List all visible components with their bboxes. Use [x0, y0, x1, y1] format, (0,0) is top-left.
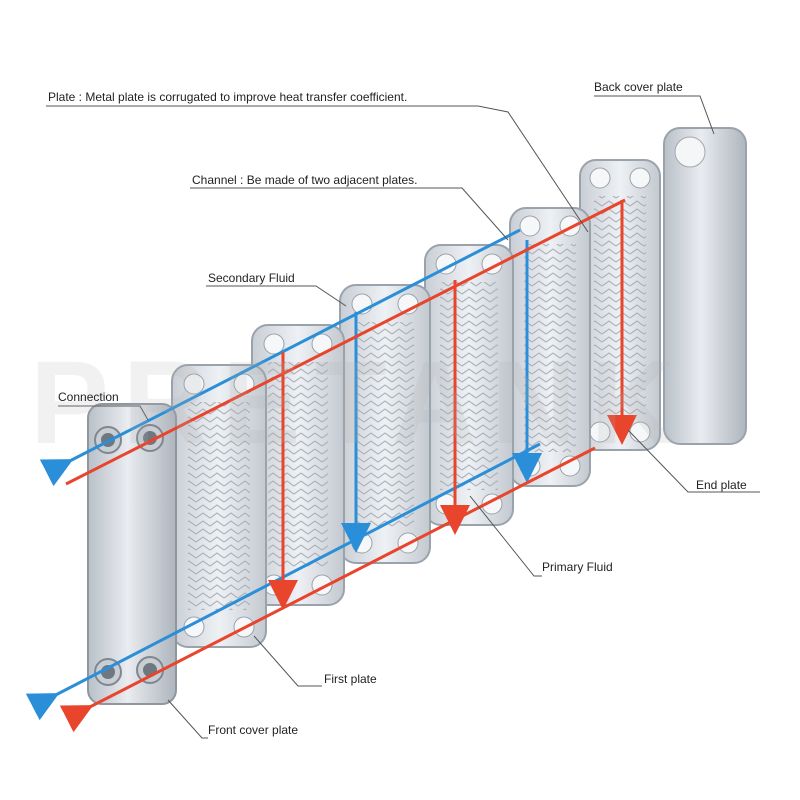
label-primary-fluid: Primary Fluid [542, 560, 613, 574]
label-connection: Connection [58, 390, 119, 404]
label-back-cover-plate: Back cover plate [594, 80, 683, 94]
first-plate [171, 364, 267, 648]
label-plate: Plate : Metal plate is corrugated to imp… [48, 90, 408, 104]
primary-fluid-path [59, 198, 637, 733]
plate-2 [251, 324, 345, 606]
label-front-cover-plate: Front cover plate [208, 723, 299, 737]
front-cover-plate [87, 403, 177, 705]
label-end-plate: End plate [696, 478, 747, 492]
plate-5 [509, 207, 591, 487]
label-channel: Channel : Be made of two adjacent plates… [192, 173, 418, 187]
label-first-plate: First plate [324, 672, 377, 686]
connection-ports [94, 424, 164, 686]
watermark: PRETANK [30, 337, 690, 469]
plate-3 [339, 284, 431, 564]
secondary-fluid-path [25, 228, 542, 721]
leader-lines [46, 95, 760, 739]
back-cover-plate [663, 127, 747, 445]
label-secondary-fluid: Secondary Fluid [208, 271, 295, 285]
